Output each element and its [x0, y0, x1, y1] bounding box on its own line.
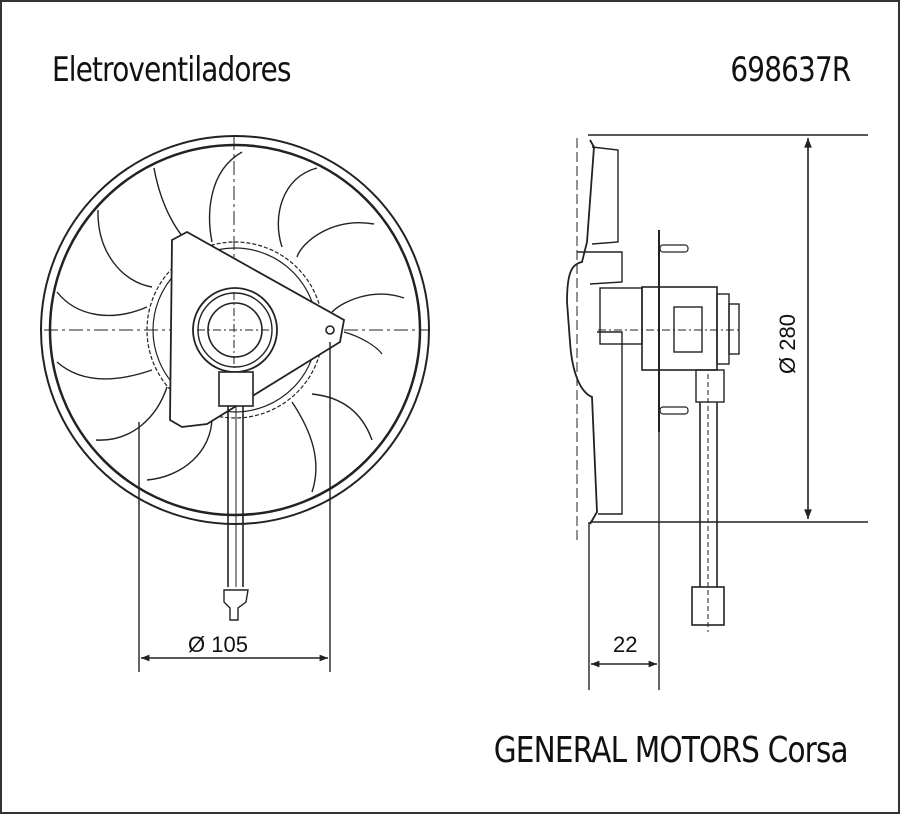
motor-body [599, 287, 643, 345]
cable-boss [218, 371, 254, 407]
side-view [566, 134, 868, 690]
front-view [40, 135, 430, 672]
part-number: 698637R [729, 50, 851, 90]
cable-connector [223, 589, 249, 621]
brand-name: GENERAL MOTORS [493, 730, 760, 771]
blade-profile [566, 139, 598, 525]
power-cable [223, 406, 249, 621]
model-name: Corsa [767, 730, 849, 771]
category-title: Eletroventiladores [52, 50, 292, 90]
hub-diameter-label: Ø 105 [188, 632, 248, 657]
fan-diameter-label: Ø 280 [775, 314, 800, 374]
depth-label: 22 [613, 632, 637, 657]
vehicle-application: GENERAL MOTORS Corsa [493, 730, 849, 771]
side-cable-connector [691, 586, 725, 626]
outer-ring [40, 135, 430, 525]
